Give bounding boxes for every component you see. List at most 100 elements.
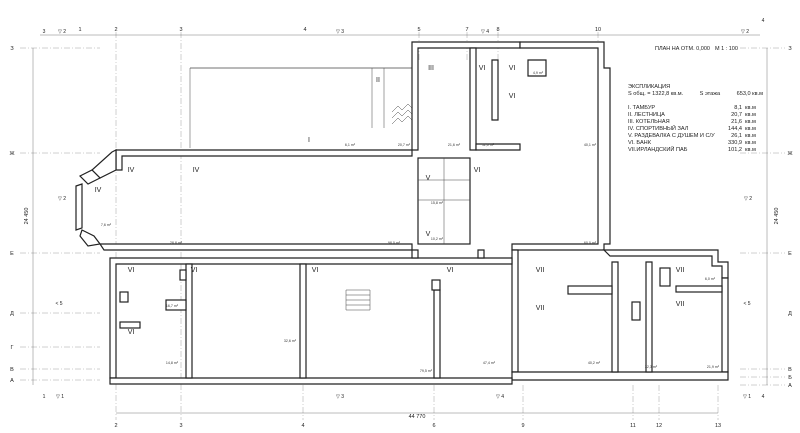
- room-label: VI: [474, 167, 481, 174]
- axis-left-0: З: [10, 46, 14, 52]
- legend-room-name: I. ТАМБУР: [628, 105, 656, 111]
- axis-top-1: 1: [78, 27, 81, 33]
- legend-room-area: 21,6: [731, 119, 742, 125]
- axis-right-4: В: [788, 367, 792, 373]
- marker-bottom-mid: ▽ 3: [336, 394, 344, 400]
- legend-room-area: 20,7: [731, 112, 742, 118]
- legend-room-unit: кв.м: [745, 126, 756, 132]
- axis-labels-sides: З Ж Е Д Г В А З Ж Е Д В Б А: [9, 46, 792, 389]
- axis-bottom-11: 11: [630, 423, 636, 429]
- dim-height-left: 24 450: [24, 208, 30, 225]
- room-label: VI: [312, 267, 319, 274]
- room-label: VII: [536, 267, 545, 274]
- area-label: 98,0 m²: [388, 241, 401, 245]
- area-label: 21,9 m²: [707, 365, 720, 369]
- axis-left-5: В: [10, 367, 14, 373]
- room-label: IV: [193, 167, 200, 174]
- area-label: 11,0 m²: [482, 143, 495, 147]
- axis-bottom-13: 13: [715, 423, 721, 429]
- room-label: IV: [95, 187, 102, 194]
- area-label: 40,2 m²: [588, 361, 601, 365]
- axis-right-0: З: [788, 46, 792, 52]
- area-label: 16,7 m²: [166, 304, 179, 308]
- marker-top-mid: ▽ 3: [336, 29, 344, 35]
- axis-top-7: 7: [465, 27, 468, 33]
- room-label: VI: [191, 267, 198, 274]
- room-label: VI: [128, 329, 135, 336]
- area-label: 4,9 m²: [533, 71, 544, 75]
- area-label: 60,0 m²: [584, 241, 597, 245]
- area-label: 47,4 m²: [483, 361, 496, 365]
- legend-room-unit: кв.м: [745, 140, 756, 146]
- marker-left-5: < 5: [55, 301, 62, 307]
- dim-height-right: 24 450: [774, 208, 780, 225]
- room-label: VI: [447, 267, 454, 274]
- axis-left-6: А: [10, 378, 14, 384]
- plan-scale: М 1 : 100: [715, 46, 738, 52]
- room-label: VI: [128, 267, 135, 274]
- area-label: 40,1 m²: [584, 143, 597, 147]
- legend-summary: S общ. = 1322,8 кв.м. S этажа 653,0 кв.м: [628, 91, 763, 98]
- axis-right-6: А: [788, 383, 792, 389]
- legend-floor-area-value: 653,0 кв.м: [736, 91, 763, 97]
- room-label: II: [376, 77, 380, 84]
- dimension-texts: 44 770 24 450 24 450: [24, 208, 780, 420]
- area-label: 7,6 m²: [101, 223, 112, 227]
- area-label: 10,2 m²: [431, 237, 444, 241]
- legend-room-area: 330,9: [728, 140, 742, 146]
- axis-top-3: 3: [179, 27, 182, 33]
- axis-bottom-3: 3: [179, 423, 182, 429]
- marker-mid-right: ▽ 2: [744, 196, 752, 202]
- room-label: VI: [479, 65, 486, 72]
- explication-legend: ЭКСПЛИКАЦИЯ S общ. = 1322,8 кв.м. S этаж…: [628, 84, 763, 154]
- legend-room-area: 26,1: [731, 133, 742, 139]
- room-label: I: [308, 137, 310, 144]
- area-label: 14,8 m²: [166, 361, 179, 365]
- legend-room-name: II. ЛЕСТНИЦА: [628, 112, 665, 118]
- section-markers: ▽ 2 3 ▽ 3 ▽ 4 ▽ 2 4 ▽ 2 ▽ 2 < 5 < 5 ▽ 1 …: [43, 18, 765, 400]
- area-label: 20,7 m²: [398, 143, 411, 147]
- room-label: VI: [509, 65, 516, 72]
- axis-labels-top: 2 3 5 7 8 10 1 4: [78, 27, 601, 33]
- outer-walls: [75, 41, 729, 385]
- dim-overall-width: 44 770: [409, 414, 426, 420]
- plan-title-text: ПЛАН НА ОТМ. 0,000: [655, 46, 710, 52]
- marker-bottom-right-num: 4: [762, 394, 765, 400]
- marker-bottom-right: ▽ 1: [743, 394, 751, 400]
- axis-top-4: 4: [303, 27, 306, 33]
- axis-top-10: 10: [595, 27, 601, 33]
- area-label: 6,0 m²: [705, 277, 716, 281]
- legend-room-unit: кв.м: [745, 133, 756, 139]
- room-label: VII: [676, 301, 685, 308]
- marker-top-right: ▽ 2: [741, 29, 749, 35]
- area-label: 32,6 m²: [284, 339, 297, 343]
- room-label: V: [426, 175, 431, 182]
- legend-room-name: VI. БАНК: [628, 140, 651, 146]
- axis-top-5: 5: [417, 27, 420, 33]
- axis-right-3: Д: [788, 311, 792, 317]
- room-label: IV: [128, 167, 135, 174]
- axis-bottom-6: 6: [432, 423, 435, 429]
- room-label: III: [428, 65, 434, 72]
- room-label: VII: [536, 305, 545, 312]
- room-labels: I II III VI VI VI IV IV IV V V VI VI VI …: [95, 65, 685, 336]
- axis-left-4: Г: [11, 345, 14, 351]
- area-label: 32,3 m²: [645, 365, 658, 369]
- axis-right-2: Е: [788, 251, 792, 257]
- marker-right-5: < 5: [743, 301, 750, 307]
- interior-details: [119, 157, 723, 329]
- legend-room-unit: кв.м: [745, 147, 756, 153]
- legend-room-name: VII.ИРЛАНДСКИЙ ПАБ: [628, 147, 688, 153]
- axis-right-1: Ж: [787, 151, 792, 157]
- axis-left-1: Ж: [9, 151, 14, 157]
- area-label: 15,8 m²: [431, 201, 444, 205]
- axis-right-5: Б: [788, 375, 792, 381]
- area-label: 28,8 m²: [170, 241, 183, 245]
- legend-room-unit: кв.м: [745, 105, 756, 111]
